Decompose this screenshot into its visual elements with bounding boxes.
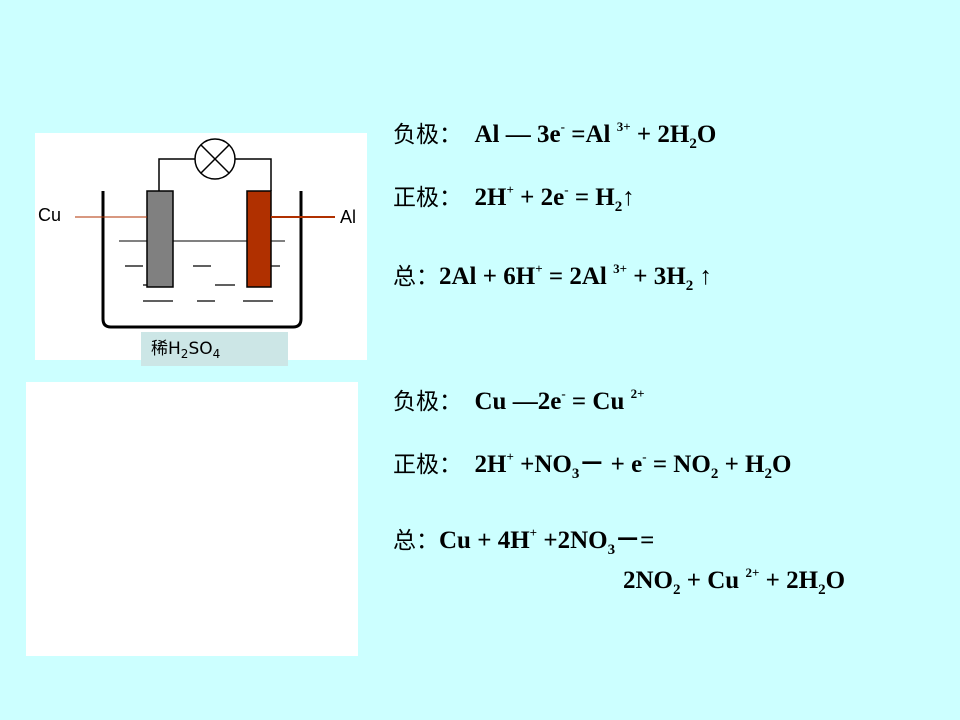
galvanic-cell-diagram bbox=[75, 138, 335, 329]
al-electrode bbox=[246, 190, 272, 288]
al-label: Al bbox=[340, 207, 357, 227]
electrolyte-label: 稀H2SO4 bbox=[141, 332, 288, 366]
al-anode-equation: 负极： Al — 3e- =Al 3+ + 2H2O bbox=[393, 119, 717, 152]
wire-left bbox=[158, 158, 195, 191]
wire-right bbox=[235, 158, 272, 191]
cu-cathode-equation: 正极： 2H+ +NO3－ + e- = NO2 + H2O bbox=[393, 449, 792, 482]
beaker bbox=[101, 191, 303, 329]
cu-electrode bbox=[146, 190, 174, 288]
cu-anode-equation: 负极： Cu —2e- = Cu 2+ bbox=[393, 386, 645, 415]
cu-total-equation: 总：Cu + 4H+ +2NO3－= bbox=[393, 525, 655, 558]
al-total-equation: 总：2Al + 6H+ = 2Al 3+ + 3H2 ↑ bbox=[393, 261, 712, 294]
cu-total-equation-continued: 2NO2 + Cu 2+ + 2H2O bbox=[623, 565, 846, 598]
lamp-icon bbox=[194, 138, 236, 180]
cu-label: Cu bbox=[38, 205, 62, 225]
blank-panel bbox=[26, 382, 358, 656]
al-cathode-equation: 正极： 2H+ + 2e- = H2↑ bbox=[393, 182, 635, 215]
